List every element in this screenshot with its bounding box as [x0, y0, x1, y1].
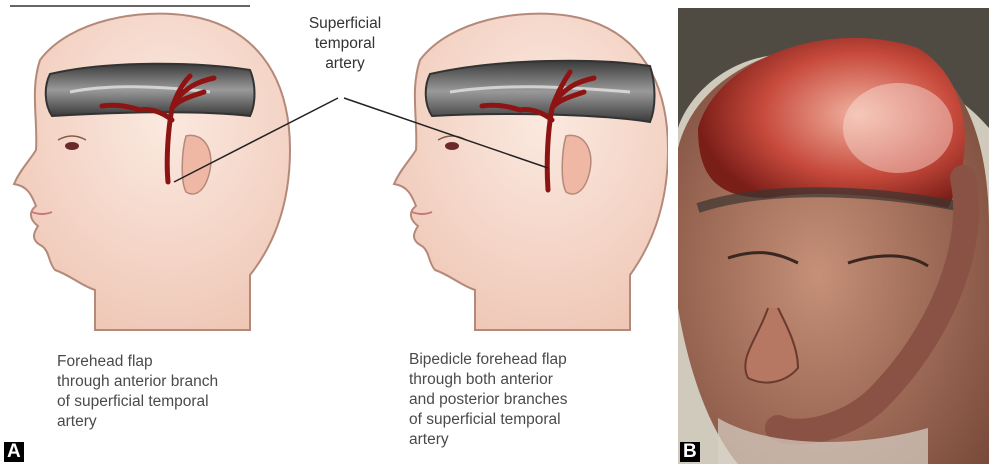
caption-forehead-flap: Forehead flap through anterior branch of…	[57, 352, 218, 432]
panel-letter-b: B	[680, 442, 700, 462]
panel-b-photo: B	[678, 8, 989, 464]
left-head	[14, 14, 290, 330]
clinical-photo	[678, 8, 989, 464]
artery-label: Superficial temporal artery	[290, 14, 400, 74]
panel-a-illustration: Superficial temporal artery Forehead fla…	[0, 0, 668, 464]
right-head	[394, 14, 668, 330]
caption-bipedicle-flap: Bipedicle forehead flap through both ant…	[409, 350, 568, 450]
panel-letter-a: A	[4, 442, 24, 462]
